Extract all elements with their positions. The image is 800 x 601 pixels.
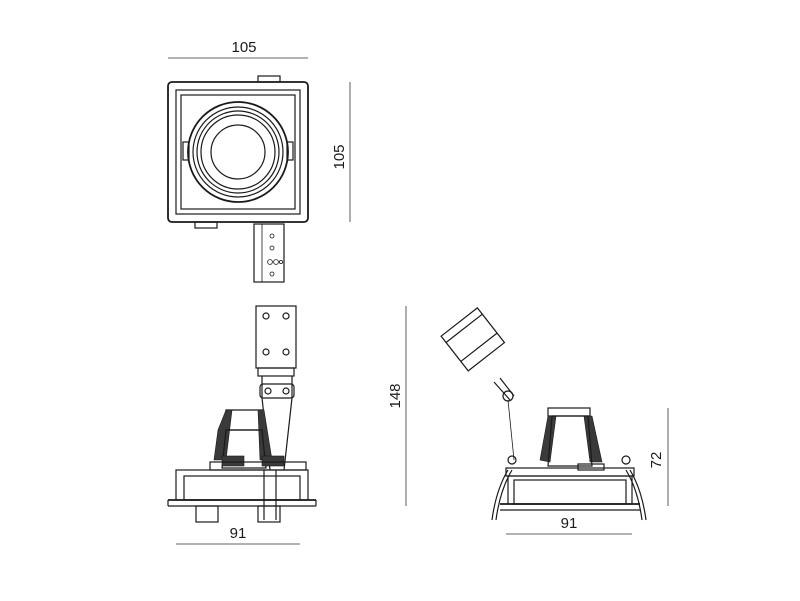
lens-ring-inner	[210, 124, 266, 180]
side-clip-right	[629, 469, 647, 521]
top-bracket	[253, 223, 285, 283]
right-lug	[286, 141, 294, 161]
side-view: 91 72	[440, 307, 669, 535]
top-bezel	[180, 94, 296, 210]
side-height-label: 72	[648, 452, 665, 469]
front-leg-right	[257, 505, 281, 523]
top-view: 105 105	[167, 39, 351, 283]
front-body	[175, 469, 309, 501]
side-width-label: 91	[561, 515, 578, 532]
front-bracket-plate	[255, 305, 297, 369]
top-height-label: 105	[331, 144, 348, 169]
bottom-tab	[194, 221, 218, 229]
left-lug	[182, 141, 190, 161]
side-pivot	[502, 390, 514, 402]
front-view: 91 148	[167, 305, 407, 545]
lens-ring-3	[196, 110, 280, 194]
side-right-spring	[583, 415, 603, 463]
lens-ring-4	[200, 114, 276, 190]
front-left-spring	[213, 409, 233, 461]
top-outer-frame	[167, 81, 309, 223]
top-tab	[257, 75, 281, 83]
side-left-spring	[539, 415, 557, 463]
side-arm	[507, 399, 515, 461]
lens-ring-2	[192, 106, 284, 198]
front-coil-right	[261, 455, 285, 467]
side-lamp-head	[440, 307, 506, 372]
top-inner-frame	[175, 89, 301, 215]
lens-ring-outer	[187, 101, 289, 203]
top-width-label: 105	[231, 39, 256, 56]
front-width-label: 91	[230, 525, 247, 542]
front-right-spring	[257, 409, 273, 461]
side-clip-left	[491, 469, 509, 521]
front-height-label: 148	[387, 383, 404, 408]
front-leg-left	[195, 505, 219, 523]
front-coil-left	[221, 455, 245, 467]
